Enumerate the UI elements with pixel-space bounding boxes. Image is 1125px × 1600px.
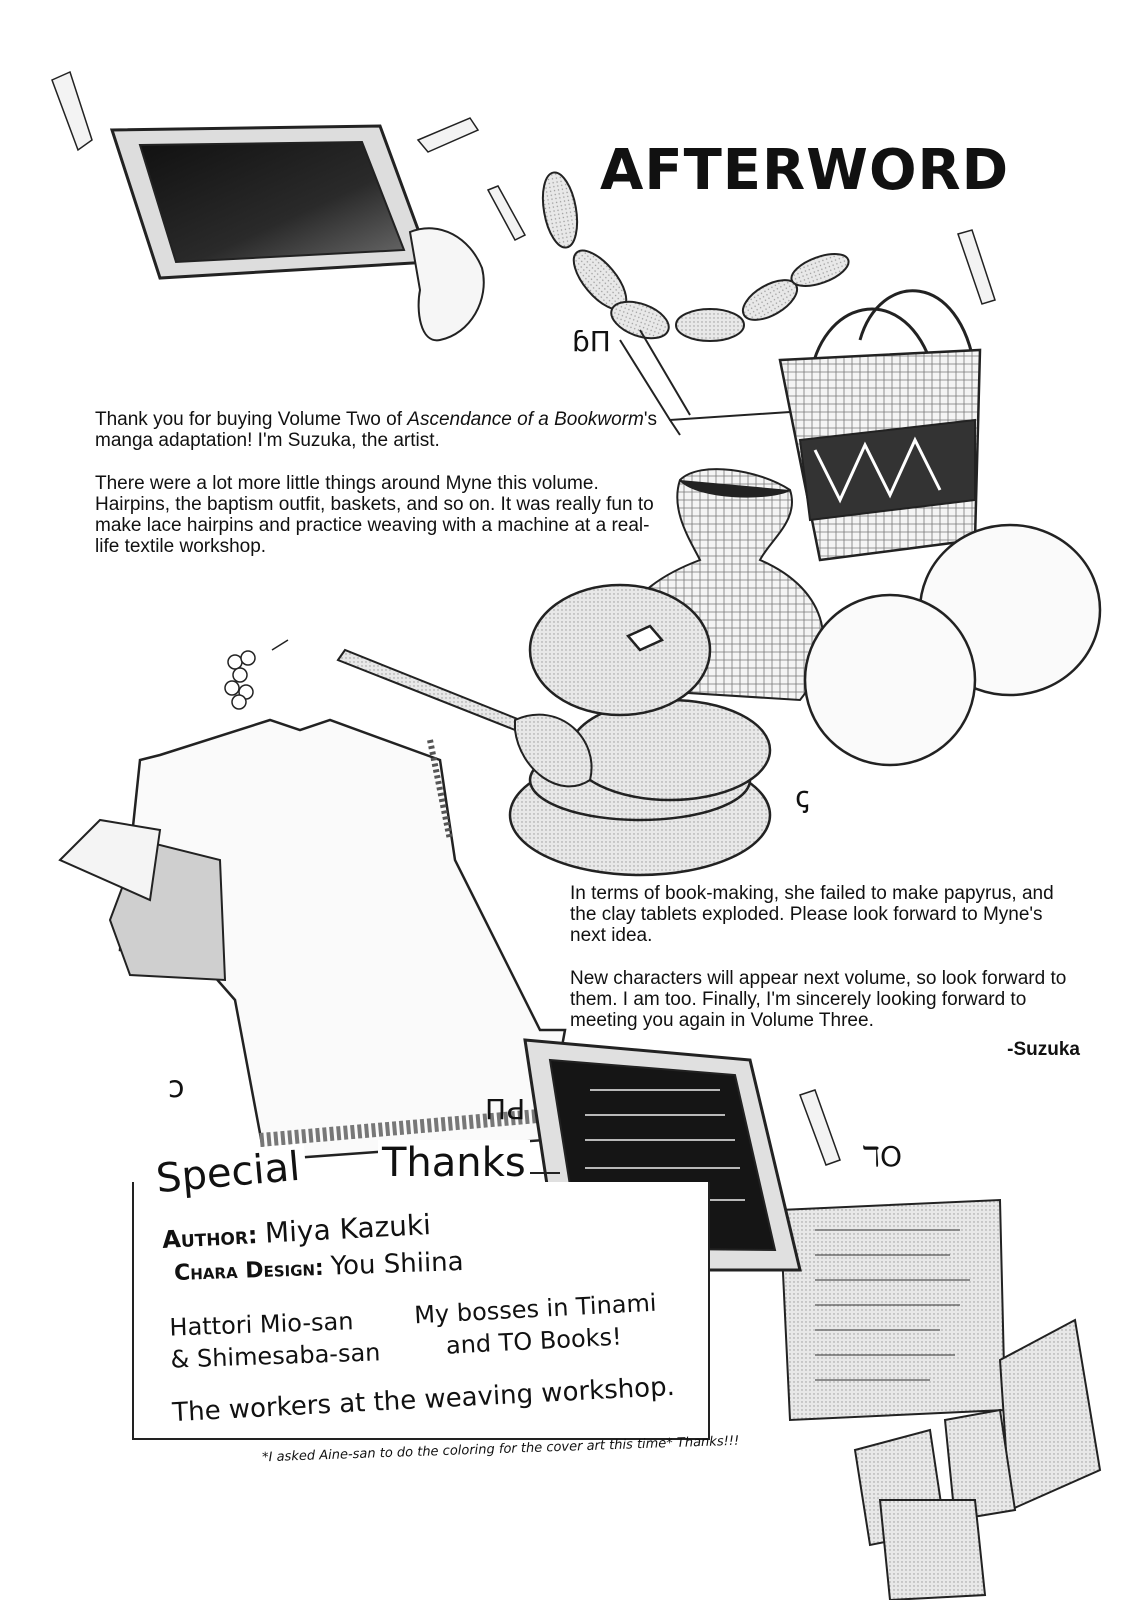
loom-frame-icon — [619, 329, 821, 436]
sausage-chain-icon — [541, 171, 850, 342]
outro-paragraph-1: In terms of book-making, she failed to m… — [570, 883, 1054, 946]
chara-design-name: You Shiina — [330, 1246, 465, 1282]
outro-paragraph-2: New characters will appear next volume, … — [570, 968, 1067, 1031]
wooden-spoon-icon — [336, 648, 593, 788]
intro-p1-end: 's manga adaptation! I'm Suzuka, the art… — [95, 409, 657, 451]
fruit-icon — [803, 523, 1102, 767]
glyph-label-pancake: ꞔ — [795, 780, 810, 815]
page-title: AFTERWORD — [600, 138, 1010, 203]
author-label: Author: — [161, 1221, 259, 1255]
glyph-label-slate: ɓП — [572, 325, 611, 358]
special-thanks-heading-right: Thanks — [378, 1140, 530, 1186]
intro-paragraph-2: There were a lot more little things arou… — [95, 473, 654, 557]
thanks-column-2: My bosses in Tinami and TO Books! — [413, 1287, 658, 1364]
book-title: Ascendance of a Bookworm — [407, 409, 644, 430]
outro-text: In terms of book-making, she failed to m… — [570, 883, 1080, 1061]
intro-paragraph-1: Thank you for buying Volume Two of Ascen… — [95, 409, 665, 451]
intro-text: Thank you for buying Volume Two of Ascen… — [95, 409, 665, 557]
chara-design-label: Chara Design: — [173, 1255, 325, 1287]
baptism-outfit-icon — [58, 718, 567, 1162]
glyph-label-clay: ℸO — [862, 1140, 903, 1173]
glyph-label-board: ПԀ — [485, 1093, 526, 1126]
slate-board-icon — [109, 124, 485, 342]
thanks-column-1: Hattori Mio-san & Shimesaba-san — [169, 1304, 381, 1375]
special-thanks-frame — [132, 1182, 710, 1440]
crystal-shard-icon — [51, 70, 996, 1166]
signature: -Suzuka — [1007, 1039, 1080, 1060]
basket-icon — [778, 289, 982, 562]
clay-tablet-icon — [778, 1198, 1102, 1600]
intro-p1-start: Thank you for buying Volume Two of — [95, 409, 408, 430]
glyph-label-shirt: ↄ — [168, 1070, 185, 1105]
